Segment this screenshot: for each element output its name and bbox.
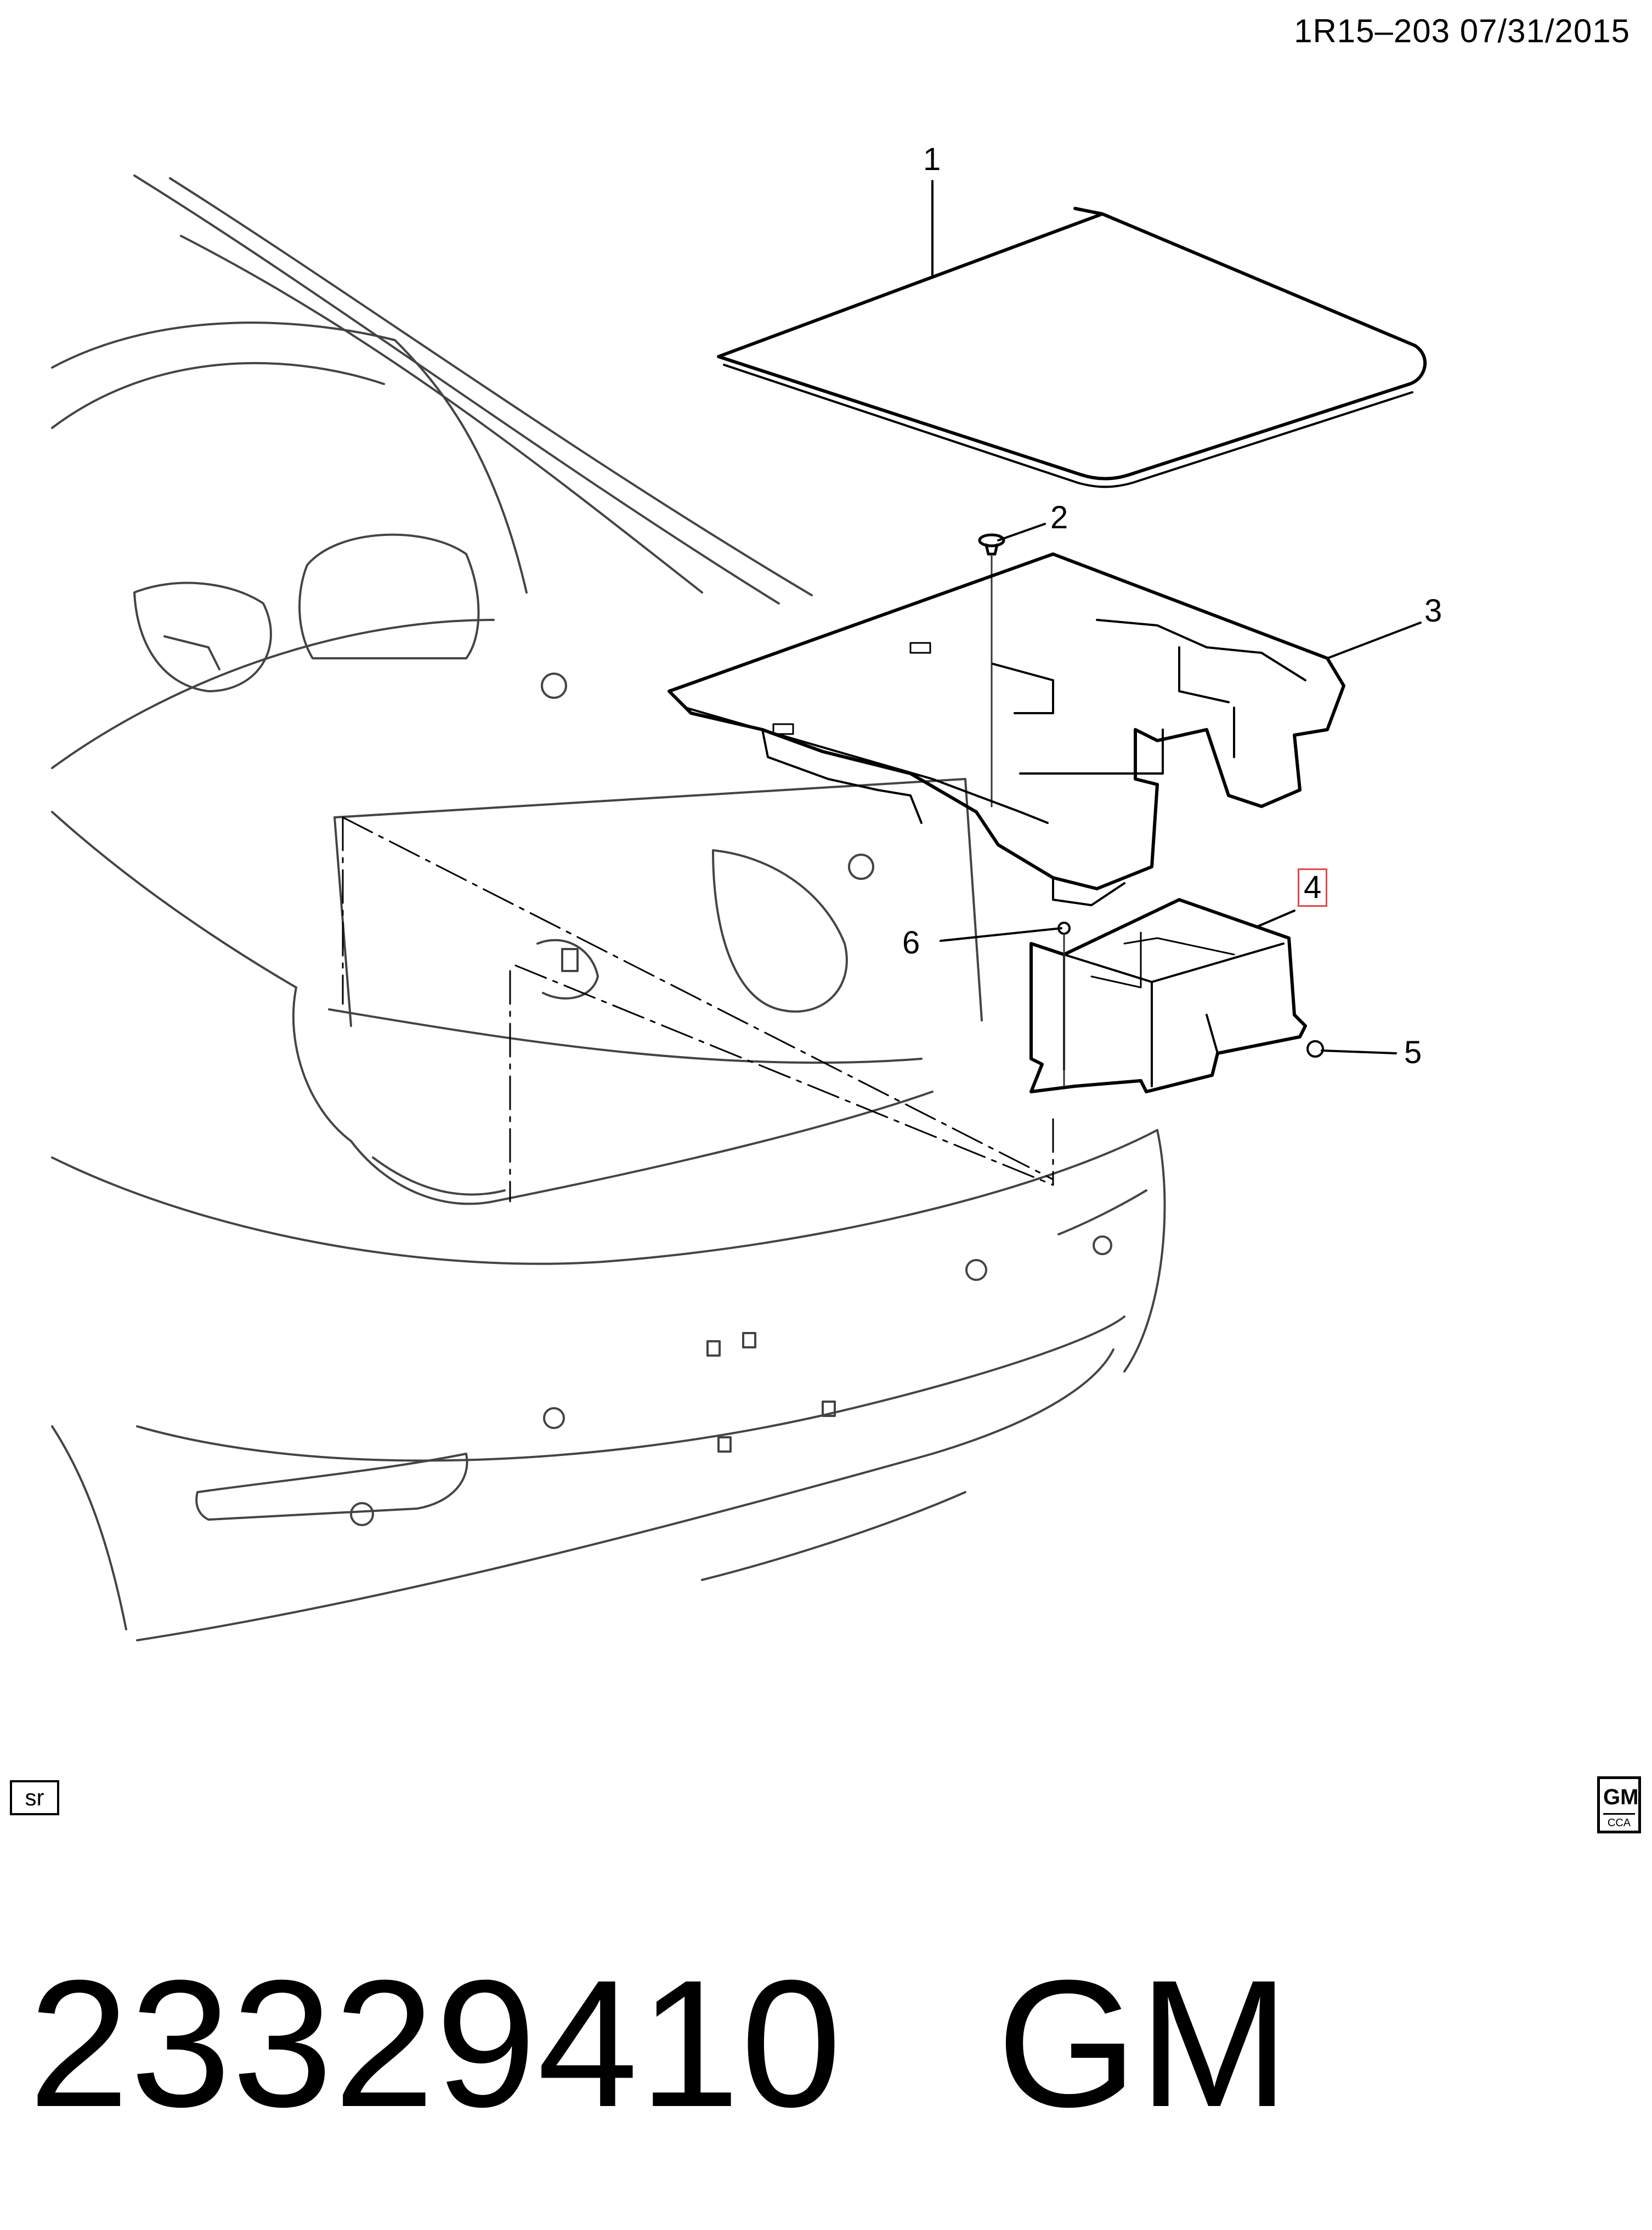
callout-5: 5 <box>1404 1035 1422 1070</box>
callout-3: 3 <box>1424 593 1442 629</box>
part-number: 23329410 GM <box>29 1942 1291 2144</box>
gm-logo: GM CCA <box>1597 1776 1641 1833</box>
sr-tag: sr <box>10 1780 59 1815</box>
part-3-storage-tray <box>667 552 1345 906</box>
callout-2: 2 <box>1050 500 1068 535</box>
part-5-clip <box>1306 1040 1324 1058</box>
callout-4: 4 <box>1298 868 1328 907</box>
vehicle-body-outline <box>51 174 1166 1641</box>
part-6-screw <box>1057 922 1071 1087</box>
diagram-reference-code: 1R15–203 07/31/2015 <box>1294 13 1630 49</box>
gm-logo-subtext: CCA <box>1607 1817 1631 1829</box>
callout-1: 1 <box>923 142 941 177</box>
part-2-push-pin-fastener <box>978 533 1005 808</box>
gm-logo-text: GM <box>1603 1781 1638 1815</box>
phantom-reference-lines <box>342 816 1054 1202</box>
callout-6: 6 <box>902 925 920 961</box>
callout-leader-lines <box>931 180 1422 1054</box>
part-4-storage-box <box>1029 898 1307 1093</box>
part-1-trunk-floor-panel <box>717 207 1427 488</box>
